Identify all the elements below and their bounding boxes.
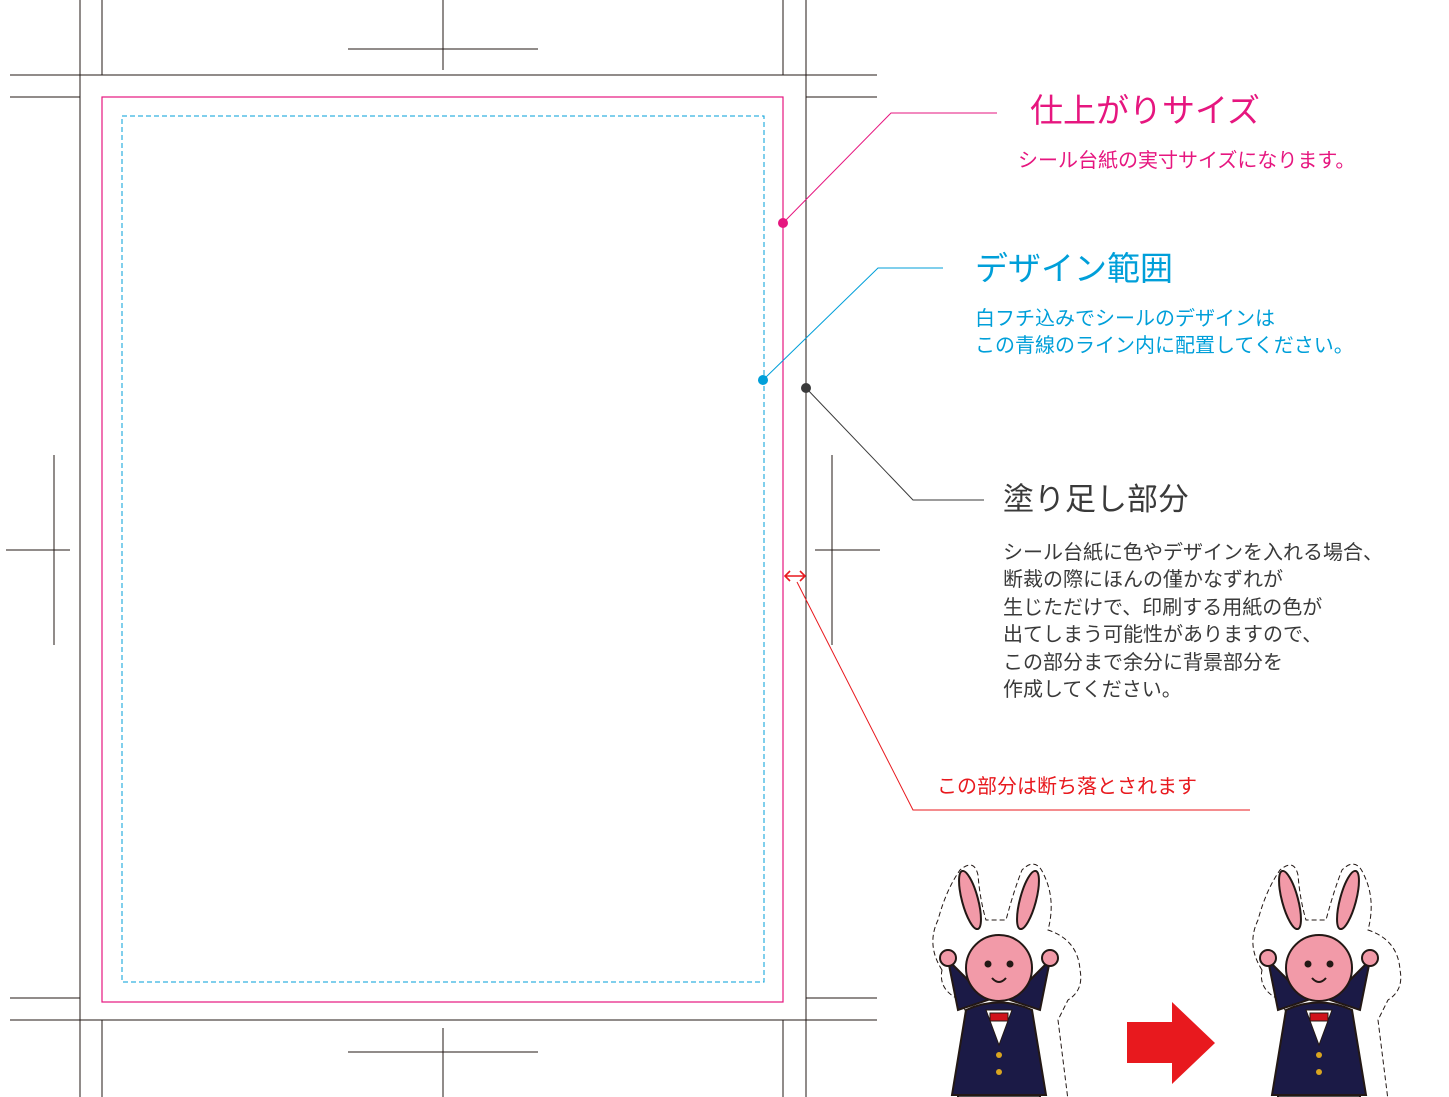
trim-size-line (101, 96, 784, 1003)
design-area-description-line: 白フチ込みでシールのデザインは (975, 306, 1275, 330)
trim-leader (778, 112, 997, 228)
bleed-title: 塗り足し部分 (1003, 482, 1189, 518)
rabbit-before-illustration (931, 863, 1082, 1097)
bleed-leader (801, 383, 984, 501)
design-area-description-line: この青線のライン内に配置してください。 (975, 333, 1354, 357)
design-area-title: デザイン範囲 (975, 249, 1173, 288)
bleed-description-line: 出てしまう可能性がありますので、 (1003, 622, 1323, 646)
design-leader (758, 267, 943, 385)
bleed-description-line: シール台紙に色やデザインを入れる場合、 (1003, 540, 1383, 564)
trim-size-title: 仕上がりサイズ (1030, 91, 1261, 130)
cut-off-leader (796, 581, 1250, 811)
right-arrow-icon (1127, 1002, 1215, 1084)
crop-marks (6, 0, 880, 1097)
bleed-description-line: 作成してください。 (1003, 677, 1182, 701)
bleed-description-line: 断裁の際にほんの僅かなずれが (1003, 567, 1283, 591)
rabbit-after-illustration (1251, 863, 1402, 1097)
bleed-width-arrow-icon (783, 570, 807, 582)
design-area-line (121, 115, 765, 983)
bleed-description-line: この部分まで余分に背景部分を (1003, 650, 1283, 674)
cut-off-note: この部分は断ち落とされます (937, 774, 1197, 798)
trim-size-description: シール台紙の実寸サイズになります。 (1018, 148, 1356, 172)
bleed-description-line: 生じただけで、印刷する用紙の色が (1003, 595, 1323, 619)
